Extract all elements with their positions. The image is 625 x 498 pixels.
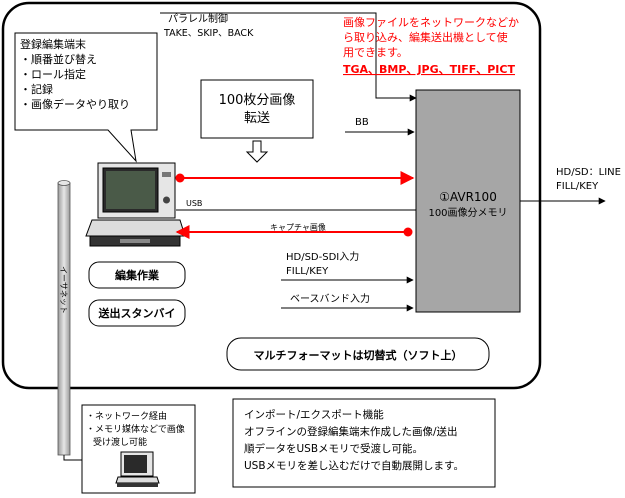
- parallel-arrow: [160, 12, 417, 102]
- device-memory: 100画像分メモリ: [428, 207, 507, 219]
- ethernet-label: イーサネット: [59, 266, 68, 314]
- terminal-title: 登録編集端末: [20, 37, 86, 51]
- transfer-line-2: 転送: [244, 111, 270, 126]
- network-note-line: 用できます。: [343, 46, 408, 59]
- info-box: インポート/エクスポート機能 オフラインの登録編集端末作成した画像/送出 順デー…: [232, 398, 496, 488]
- usb-label: USB: [186, 199, 202, 208]
- multiformat-box: マルチフォーマットは切替式（ソフト上）: [226, 337, 490, 371]
- output-label-2: FILL/KEY: [556, 181, 599, 192]
- laptop-icon: [85, 162, 186, 247]
- device-name: ①AVR100: [439, 190, 497, 204]
- capture-label: キャプチャ画像: [270, 222, 326, 232]
- terminal-callout: 登録編集端末 ・順番並び替え ・ロール指定 ・記録 ・画像データやり取り: [14, 32, 158, 163]
- network-line: 受け渡し可能: [93, 436, 147, 448]
- info-line: 順データをUSBメモリで受渡し可能。: [244, 442, 423, 455]
- terminal-item: ・記録: [20, 82, 53, 96]
- supported-formats: TGA、BMP、JPG、TIFF、PICT: [343, 63, 515, 76]
- ethernet-to-network-line: [63, 455, 82, 461]
- terminal-item: ・ロール指定: [20, 67, 86, 81]
- standby-label: 送出スタンバイ: [98, 306, 176, 320]
- baseband-label: ベースバンド入力: [290, 292, 370, 305]
- parallel-label: パラレル制御: [168, 12, 228, 25]
- red-dot: [175, 173, 185, 183]
- network-line: ・ネットワーク経由: [86, 410, 167, 422]
- down-arrow-icon: [245, 140, 269, 163]
- edit-work-label: 編集作業: [115, 268, 160, 282]
- edit-work-button[interactable]: 編集作業: [88, 261, 186, 289]
- network-note: 画像ファイルをネットワークなどか ら取り込み、編集送出機として使 用できます。 …: [343, 16, 519, 76]
- terminal-item: ・順番並び替え: [20, 52, 97, 66]
- multiformat-label: マルチフォーマットは切替式（ソフト上）: [254, 348, 463, 362]
- standby-button[interactable]: 送出スタンバイ: [88, 299, 186, 327]
- parallel-commands: TAKE、SKIP、BACK: [163, 28, 254, 39]
- network-note-line: ら取り込み、編集送出機として使: [343, 30, 508, 44]
- output-label-1: HD/SD：LINE: [556, 167, 621, 178]
- ethernet-pole: イーサネット: [57, 180, 71, 456]
- transfer-callout: 100枚分画像 転送: [200, 79, 314, 163]
- transfer-line-1: 100枚分画像: [219, 93, 296, 108]
- small-laptop-icon: [115, 451, 160, 487]
- info-line: インポート/エクスポート機能: [244, 408, 384, 421]
- network-line: ・メモリ媒体などで画像: [86, 423, 185, 435]
- network-note-line: 画像ファイルをネットワークなどか: [343, 16, 519, 29]
- info-line: USBメモリを差し込むだけで自動展開します。: [244, 459, 464, 472]
- sdi-label: HD/SD-SDI入力: [286, 250, 359, 263]
- red-dot: [403, 227, 413, 237]
- info-line: オフラインの登録編集端末作成した画像/送出: [244, 425, 458, 438]
- avr100-device: ①AVR100 100画像分メモリ: [415, 89, 521, 313]
- bb-label: BB: [355, 117, 369, 128]
- terminal-item: ・画像データやり取り: [20, 97, 130, 111]
- fill-key-label: FILL/KEY: [286, 266, 329, 277]
